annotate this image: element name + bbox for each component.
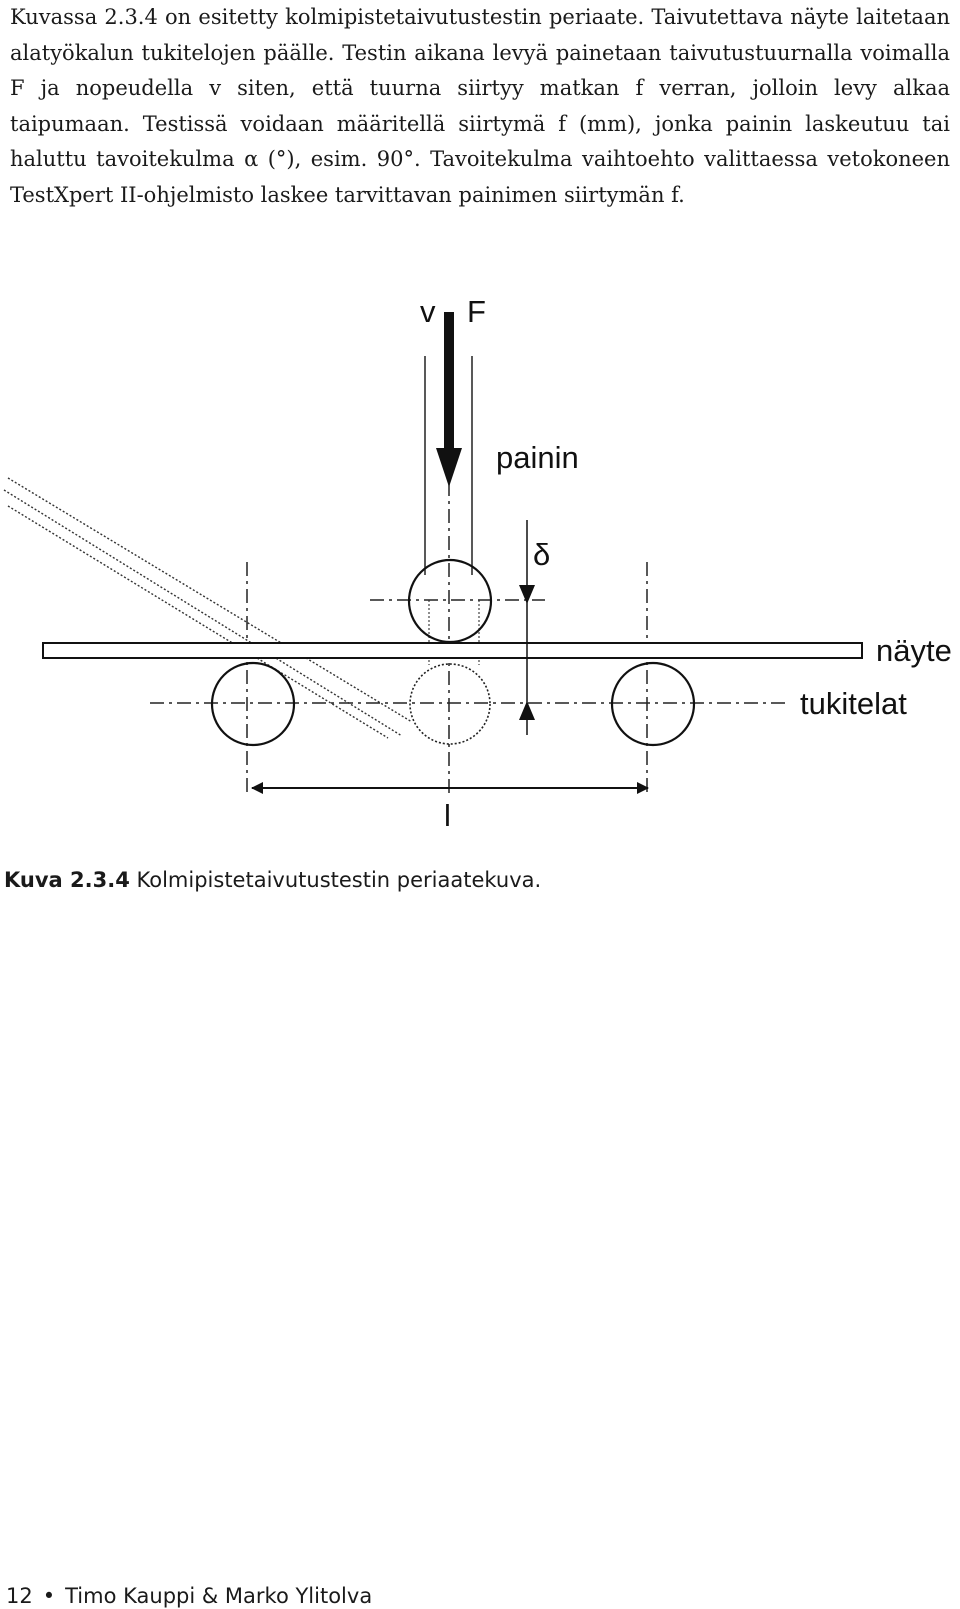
angle-reference-lines [3, 477, 413, 739]
label-span: l [444, 798, 451, 833]
caption-label: Kuva 2.3.4 [4, 868, 130, 892]
footer-bullet: • [42, 1584, 56, 1608]
force-arrow [436, 312, 462, 487]
punch-projection-lines [428, 600, 480, 665]
page-number: 12 [6, 1584, 33, 1608]
delta-dimension [519, 520, 535, 735]
label-tukitelat: tukitelat [800, 686, 907, 721]
label-velocity: v [420, 294, 436, 329]
punch-displaced-position [409, 663, 491, 745]
footer-authors: Timo Kauppi & Marko Ylitolva [65, 1584, 373, 1608]
figure-caption: Kuva 2.3.4 Kolmipistetaivutustestin peri… [4, 868, 541, 892]
page-footer: 12 • Timo Kauppi & Marko Ylitolva [6, 1584, 372, 1608]
label-force: F [467, 294, 486, 329]
caption-text: Kolmipistetaivutustestin periaatekuva. [136, 868, 542, 892]
centerlines-horizontal [150, 599, 786, 704]
label-delta: δ [533, 537, 550, 572]
three-point-bending-diagram: v F painin δ näyte tukitelat l [3, 294, 952, 833]
body-paragraph: Kuvassa 2.3.4 on esitetty kolmipistetaiv… [10, 5, 950, 207]
punch-shaft-lines [424, 356, 473, 575]
support-roller-left [210, 661, 296, 747]
label-painin: painin [496, 440, 579, 475]
specimen-plate [42, 642, 863, 659]
punch-roller [407, 558, 493, 644]
support-roller-right [610, 661, 696, 747]
label-nayte: näyte [876, 633, 952, 668]
centerlines-vertical [246, 482, 648, 795]
